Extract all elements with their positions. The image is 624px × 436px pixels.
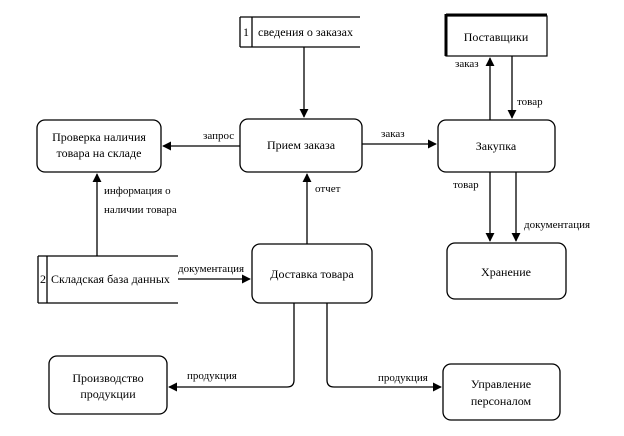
- suppliers-label: Поставщики: [464, 30, 529, 44]
- flow-stock-info-line2: наличии товара: [104, 204, 177, 216]
- flow-stock-info-line1: информация о: [104, 185, 171, 197]
- flow-products-to-personnel: [326, 303, 442, 392]
- flow-goods-from-suppliers-label: товар: [517, 96, 543, 108]
- check-stock-line1: Проверка наличия: [52, 130, 146, 144]
- purchase-label: Закупка: [476, 139, 517, 153]
- flow-report-label: отчет: [315, 183, 341, 195]
- flow-request-label: запрос: [203, 130, 234, 142]
- personnel-line2: персоналом: [471, 394, 532, 408]
- flow-order-to-purchase-label: заказ: [381, 128, 405, 140]
- production-line1: Производство: [72, 371, 143, 385]
- process-purchase[interactable]: Закупка: [437, 119, 556, 173]
- flow-order-to-suppliers-label: заказ: [455, 58, 479, 70]
- flow-products-to-production-label: продукция: [187, 370, 237, 382]
- external-entity-suppliers[interactable]: Поставщики: [444, 13, 548, 57]
- order-intake-label: Прием заказа: [267, 138, 336, 152]
- flow-products-to-production: [168, 303, 295, 392]
- process-personnel[interactable]: Управление персоналом: [442, 363, 561, 421]
- process-check-stock[interactable]: Проверка наличия товара на складе: [36, 119, 162, 173]
- flow-goods-to-storage-label: товар: [453, 179, 479, 191]
- data-store-warehouse-db[interactable]: 2 Складская база данных: [37, 255, 178, 304]
- production-line2: продукции: [80, 387, 136, 401]
- delivery-label: Доставка товара: [270, 267, 354, 281]
- flow-docs-to-delivery-label: документация: [178, 263, 244, 275]
- data-store-orders-info[interactable]: 1 сведения о заказах: [239, 16, 360, 48]
- process-order-intake[interactable]: Прием заказа: [239, 118, 363, 173]
- flow-docs-to-storage-label: документация: [524, 219, 590, 231]
- flow-products-to-personnel-label: продукция: [378, 372, 428, 384]
- personnel-line1: Управление: [471, 377, 531, 391]
- store-number-2: 2: [40, 272, 46, 286]
- store-number-1: 1: [243, 25, 249, 39]
- store-label-warehouse-db: Складская база данных: [51, 272, 170, 286]
- storage-label: Хранение: [481, 265, 531, 279]
- check-stock-line2: товара на складе: [57, 146, 142, 160]
- process-production[interactable]: Производство продукции: [48, 355, 168, 415]
- store-label-orders-info: сведения о заказах: [258, 25, 353, 39]
- process-delivery[interactable]: Доставка товара: [251, 243, 373, 304]
- process-storage[interactable]: Хранение: [446, 242, 567, 300]
